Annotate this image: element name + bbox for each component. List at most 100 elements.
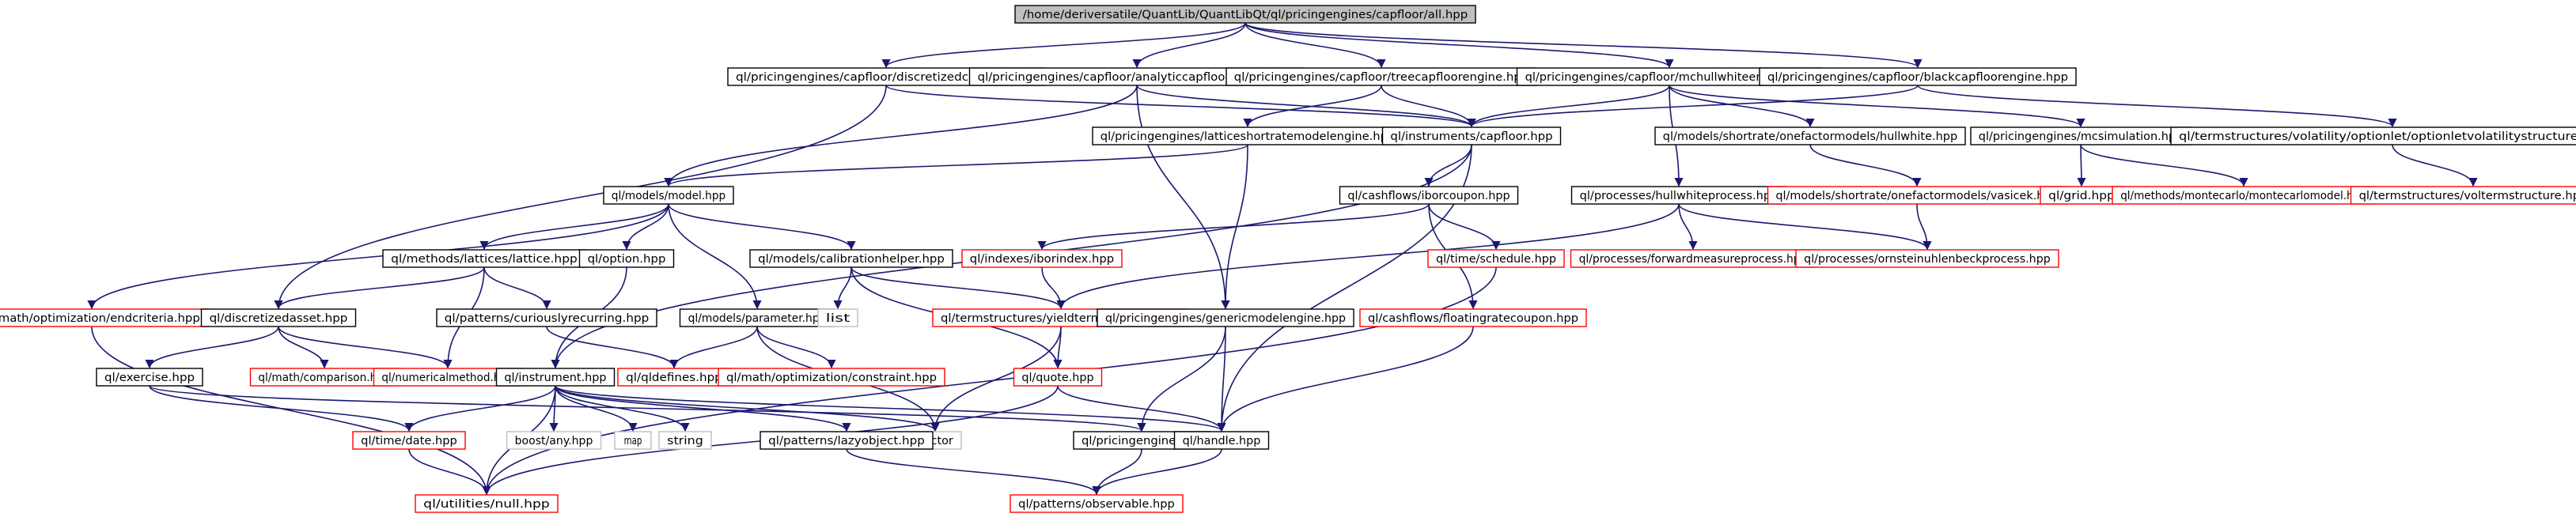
node-optionletvolatilitystructure[interactable]: ql/termstructures/volatility/optionlet/o… xyxy=(2170,126,2576,145)
edge-quote-to-handle xyxy=(1057,385,1226,432)
edge-blackcapfloorengine-to-capfloor xyxy=(1467,85,1919,128)
node-parameter-label: ql/models/parameter.hpp xyxy=(688,312,827,325)
node-string: string xyxy=(658,431,712,450)
node-qldefines[interactable]: ql/qldefines.hpp xyxy=(617,368,731,387)
node-discretizedasset-label: ql/discretizedasset.hpp xyxy=(210,312,348,325)
node-genericmodelengine-label: ql/pricingengines/genericmodelengine.hpp xyxy=(1105,312,1346,325)
node-capfloor[interactable]: ql/instruments/capfloor.hpp xyxy=(1381,126,1562,145)
edge-all-to-mchullwhiteengine xyxy=(1244,22,1674,69)
node-numericalmethod-label: ql/numericalmethod.hpp xyxy=(381,372,513,384)
node-hullwhiteprocess[interactable]: ql/processes/hullwhiteprocess.hpp xyxy=(1570,186,1787,205)
node-endcriteria[interactable]: ql/math/optimization/endcriteria.hpp xyxy=(0,308,209,327)
node-all-label: /home/deriversatile/QuantLib/QuantLibQt/… xyxy=(1023,9,1468,21)
node-genericmodelengine-box xyxy=(1097,308,1354,327)
edge-lattice-to-curiouslyrecurring xyxy=(483,266,551,310)
node-quote-box xyxy=(1013,368,1103,387)
edge-analyticcapfloorengine-to-genericmodelengine xyxy=(1136,85,1230,310)
edge-mchullwhiteengine-to-capfloor xyxy=(1467,85,1670,128)
edge-discretizedasset-to-exercise xyxy=(145,326,279,369)
edge-treecapfloorengine-to-latticeshortratemodelengine xyxy=(1243,85,1382,128)
node-option[interactable]: ql/option.hpp xyxy=(578,249,675,268)
node-capfloor-box xyxy=(1381,126,1562,145)
edge-lazyobject-to-observable xyxy=(846,448,1101,496)
edge-genericmodelengine-to-pricingengine xyxy=(1137,326,1226,432)
node-vasicek[interactable]: ql/models/shortrate/onefactormodels/vasi… xyxy=(1767,186,2067,205)
edge-hullwhiteprocess-to-yieldtermstructure xyxy=(1056,203,1680,310)
node-all-box xyxy=(1014,5,1476,24)
edge-instrument-to-lazyobject xyxy=(555,385,851,432)
edge-parameter-to-qldefines xyxy=(669,326,758,369)
node-instrument[interactable]: ql/instrument.hpp xyxy=(495,368,616,387)
edge-mchullwhiteengine-to-hullwhite xyxy=(1669,85,1815,128)
node-floatingratecoupon[interactable]: ql/cashflows/floatingratecoupon.hpp xyxy=(1359,308,1587,327)
node-discretizedcapfloor[interactable]: ql/pricingengines/capfloor/discretizedca… xyxy=(727,67,1045,86)
node-curiouslyrecurring[interactable]: ql/patterns/curiouslyrecurring.hpp xyxy=(436,308,657,327)
node-instrument-box xyxy=(495,368,616,387)
node-montecarlomodel[interactable]: ql/methods/montecarlo/montecarlomodel.hp… xyxy=(2112,186,2376,205)
node-quote-label: ql/quote.hpp xyxy=(1021,372,1093,384)
node-mcsimulation[interactable]: ql/pricingengines/mcsimulation.hpp xyxy=(1970,126,2191,145)
node-grid[interactable]: ql/grid.hpp xyxy=(2040,186,2123,205)
node-grid-label: ql/grid.hpp xyxy=(2048,190,2115,202)
edge-mcsimulation-to-montecarlomodel xyxy=(2080,144,2248,187)
node-treecapfloorengine[interactable]: ql/pricingengines/capfloor/treecapfloore… xyxy=(1225,67,1537,86)
node-latticeshortratemodelengine[interactable]: ql/pricingengines/latticeshortratemodele… xyxy=(1092,126,1404,145)
node-forwardmeasureprocess[interactable]: ql/processes/forwardmeasureprocess.hpp xyxy=(1570,249,1816,268)
node-string-box xyxy=(658,431,712,450)
node-calibrationhelper[interactable]: ql/models/calibrationhelper.hpp xyxy=(749,249,953,268)
node-montecarlomodel-label: ql/methods/montecarlo/montecarlomodel.hp… xyxy=(2120,190,2367,202)
edge-discretizedcapfloor-to-capfloor xyxy=(885,85,1476,128)
node-calibrationhelper-box xyxy=(749,249,953,268)
node-optionletvolatilitystructure-label: ql/termstructures/volatility/optionlet/o… xyxy=(2179,130,2576,143)
edge-exercise-to-pricingengine xyxy=(149,385,1146,432)
node-date[interactable]: ql/time/date.hpp xyxy=(352,431,466,450)
edge-iborcoupon-to-iborindex xyxy=(1037,203,1430,251)
node-comparison-label: ql/math/comparison.hpp xyxy=(258,372,390,384)
node-model[interactable]: ql/models/model.hpp xyxy=(603,186,734,205)
node-forwardmeasureprocess-label: ql/processes/forwardmeasureprocess.hpp xyxy=(1579,253,1808,266)
edge-instrument-to-string xyxy=(555,385,690,432)
node-constraint-label: ql/math/optimization/constraint.hpp xyxy=(726,372,937,384)
node-constraint[interactable]: ql/math/optimization/constraint.hpp xyxy=(718,368,945,387)
edge-model-to-calibrationhelper xyxy=(668,203,856,251)
edge-parameter-to-constraint xyxy=(756,326,836,369)
edge-handle-to-observable xyxy=(1092,448,1222,496)
node-handle[interactable]: ql/handle.hpp xyxy=(1173,431,1270,450)
node-observable[interactable]: ql/patterns/observable.hpp xyxy=(1010,494,1184,513)
edge-curiouslyrecurring-to-qldefines xyxy=(546,326,679,369)
node-quote[interactable]: ql/quote.hpp xyxy=(1013,368,1103,387)
node-lattice[interactable]: ql/methods/lattices/lattice.hpp xyxy=(382,249,586,268)
node-voltermstructure[interactable]: ql/termstructures/voltermstructure.hpp xyxy=(2350,186,2576,205)
node-all[interactable]: /home/deriversatile/QuantLib/QuantLibQt/… xyxy=(1014,5,1476,24)
node-blackcapfloorengine[interactable]: ql/pricingengines/capfloor/blackcapfloor… xyxy=(1759,67,2077,86)
node-list-label: list xyxy=(826,312,850,325)
node-hullwhite[interactable]: ql/models/shortrate/onefactormodels/hull… xyxy=(1654,126,1966,145)
node-genericmodelengine[interactable]: ql/pricingengines/genericmodelengine.hpp xyxy=(1097,308,1354,327)
node-ornsteinuhlenbeckprocess[interactable]: ql/processes/ornsteinuhlenbeckprocess.hp… xyxy=(1795,249,2059,268)
node-iborindex[interactable]: ql/indexes/iborindex.hpp xyxy=(961,249,1123,268)
node-model-label: ql/models/model.hpp xyxy=(612,190,726,202)
node-analyticcapfloorengine[interactable]: ql/pricingengines/capfloor/analyticcapfl… xyxy=(968,67,1305,86)
node-exercise-label: ql/exercise.hpp xyxy=(104,372,195,384)
edge-lattice-to-discretizedasset xyxy=(274,266,485,310)
node-iborcoupon[interactable]: ql/cashflows/iborcoupon.hpp xyxy=(1339,186,1519,205)
node-schedule[interactable]: ql/time/schedule.hpp xyxy=(1427,249,1565,268)
node-null[interactable]: ql/utilities/null.hpp xyxy=(415,494,559,513)
node-lattice-label: ql/methods/lattices/lattice.hpp xyxy=(391,253,578,266)
edge-model-to-parameter xyxy=(668,203,762,310)
node-curiouslyrecurring-box xyxy=(436,308,657,327)
node-discretizedasset[interactable]: ql/discretizedasset.hpp xyxy=(200,308,357,327)
edge-vasicek-to-ornsteinuhlenbeckprocess xyxy=(1916,203,1932,251)
node-lazyobject[interactable]: ql/patterns/lazyobject.hpp xyxy=(760,431,934,450)
node-date-label: ql/time/date.hpp xyxy=(361,435,457,447)
node-latticeshortratemodelengine-label: ql/pricingengines/latticeshortratemodele… xyxy=(1100,130,1396,143)
node-ornsteinuhlenbeckprocess-box xyxy=(1795,249,2059,268)
node-map: map xyxy=(614,431,652,450)
node-iborcoupon-label: ql/cashflows/iborcoupon.hpp xyxy=(1347,190,1510,202)
edge-instrument-to-map xyxy=(555,385,638,432)
node-optionletvolatilitystructure-box xyxy=(2170,126,2576,145)
node-mchullwhiteengine[interactable]: ql/pricingengines/capfloor/mchullwhiteen… xyxy=(1516,67,1823,86)
node-voltermstructure-box xyxy=(2350,186,2576,205)
node-parameter[interactable]: ql/models/parameter.hpp xyxy=(679,308,835,327)
node-exercise[interactable]: ql/exercise.hpp xyxy=(96,368,203,387)
